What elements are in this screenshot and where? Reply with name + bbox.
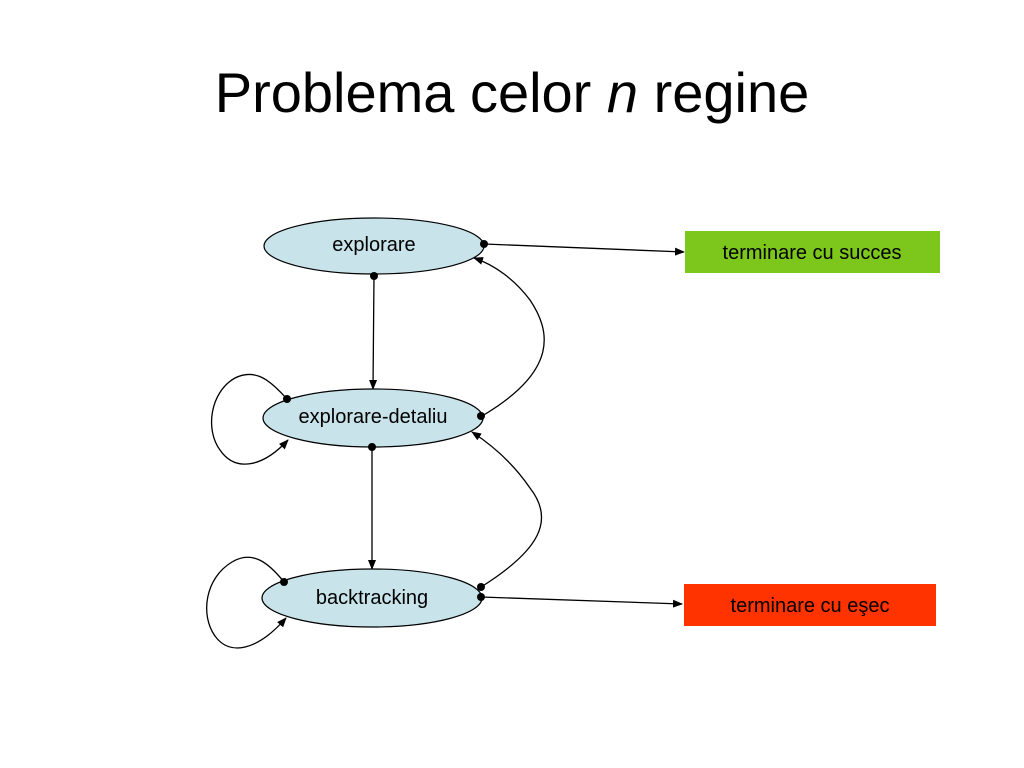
dot-backtracking-right-upper — [477, 583, 485, 591]
dot-backtracking-right-lower — [477, 593, 485, 601]
edge-backtracking-self-loop — [206, 556, 287, 649]
terminal-succes: terminare cu succes — [685, 231, 940, 273]
state-backtracking-label: backtracking — [316, 587, 428, 609]
dot-detaliu-bottom — [368, 443, 376, 451]
edge-backtracking-detaliu — [471, 431, 543, 588]
dot-explorare-right — [480, 240, 488, 248]
title-part-2: regine — [638, 61, 810, 124]
state-explorare: explorare — [263, 217, 485, 275]
title-part-1: Problema celor — [214, 61, 607, 124]
connection-dots — [280, 240, 488, 601]
state-backtracking: backtracking — [261, 568, 483, 628]
terminal-succes-label: terminare cu succes — [723, 242, 902, 264]
terminal-esec-label: terminare cu eşec — [731, 595, 890, 617]
state-explorare-detaliu: explorare-detaliu — [262, 388, 484, 448]
edge-explorare-succes — [483, 243, 685, 256]
dot-detaliu-right — [477, 412, 485, 420]
state-explorare-label: explorare — [332, 234, 415, 256]
dot-explorare-bottom — [370, 272, 378, 280]
state-detaliu-label: explorare-detaliu — [299, 406, 448, 428]
edge-detaliu-self-loop — [210, 373, 289, 465]
edge-backtracking-esec — [480, 596, 683, 608]
title-variable-n: n — [606, 61, 639, 124]
edge-explorare-detaliu — [369, 274, 378, 390]
edge-detaliu-explorare — [473, 257, 545, 417]
terminal-esec: terminare cu eşec — [684, 584, 936, 626]
dot-detaliu-left — [283, 395, 291, 403]
slide-title: Problema celor n regine — [0, 62, 1024, 124]
dot-backtracking-left — [280, 578, 288, 586]
